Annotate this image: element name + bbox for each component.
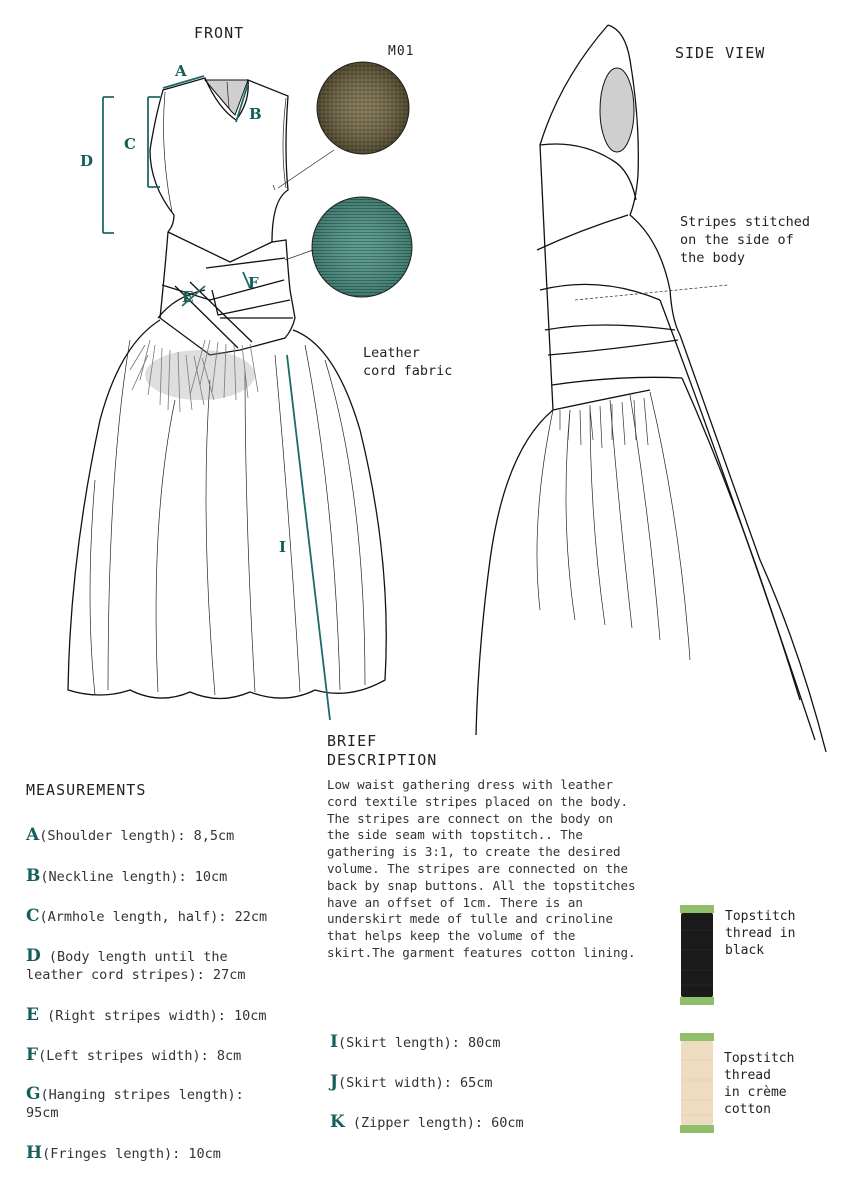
measurement-letter: D <box>26 946 41 966</box>
side-note: Stripes stitched on the side of the body <box>680 213 810 267</box>
measurement-letter: J <box>330 1072 339 1092</box>
side-view-drawing <box>475 24 827 753</box>
dim-letter-a: A <box>174 62 187 80</box>
dim-letter-d: D <box>80 152 93 170</box>
measurement-letter: B <box>26 866 41 886</box>
measurement-e: E (Right stripes width): 10cm <box>26 1006 267 1025</box>
front-view-title: FRONT <box>194 24 245 42</box>
measurement-text: (Skirt width): 65cm <box>338 1075 493 1091</box>
measurement-letter: A <box>26 825 40 845</box>
side-note-line-3: the body <box>680 250 746 266</box>
measurement-i: I(Skirt length): 80cm <box>330 1033 501 1052</box>
side-note-line-2: on the side of <box>680 232 794 248</box>
measurement-text: (Body length until the <box>40 949 228 965</box>
thread-note-line: in crème <box>724 1085 787 1100</box>
description-title: BRIEF DESCRIPTION <box>327 732 437 770</box>
measurement-text: (Zipper length): 60cm <box>344 1115 524 1131</box>
front-view-drawing: A B C D E F I <box>67 62 387 721</box>
measurement-text-cont: leather cord stripes): 27cm <box>26 967 246 983</box>
fabric-swatches <box>277 61 413 298</box>
thread-note-line: cotton <box>724 1102 771 1117</box>
measurement-text: (Fringes length): 10cm <box>42 1146 221 1162</box>
measurement-h: H(Fringes length): 10cm <box>26 1144 221 1163</box>
dim-letter-b: B <box>249 105 262 123</box>
measurement-text: (Left stripes width): 8cm <box>38 1048 242 1064</box>
thread-note-creme: Topstitch thread in crème cotton <box>724 1050 794 1118</box>
measurement-text-cont: 95cm <box>26 1105 59 1121</box>
measurement-g: G(Hanging stripes length): 95cm <box>26 1085 244 1122</box>
side-note-line-1: Stripes stitched <box>680 214 811 230</box>
swatch-id: M01 <box>388 44 415 59</box>
measurement-j: J(Skirt width): 65cm <box>330 1073 492 1092</box>
dim-letter-f: F <box>248 274 259 292</box>
description-text: Low waist gathering dress with leather c… <box>327 777 636 960</box>
measurement-b: B(Neckline length): 10cm <box>26 867 227 886</box>
thread-note-line: Topstitch <box>724 1051 795 1066</box>
measurement-letter: K <box>330 1112 345 1132</box>
side-view-title: SIDE VIEW <box>675 44 766 62</box>
measurement-a: A(Shoulder length): 8,5cm <box>26 826 234 845</box>
dim-letter-e: E <box>182 288 193 306</box>
fabric-note: Leather cord fabric <box>363 344 452 380</box>
thread-note-line: black <box>725 943 765 958</box>
measurement-text: (Armhole length, half): 22cm <box>39 909 268 925</box>
thread-spool-black <box>680 905 714 1005</box>
dim-letter-c: C <box>124 135 136 153</box>
thread-spool-creme <box>680 1033 714 1133</box>
dim-letter-i: I <box>279 538 286 556</box>
fabric-note-line-1: Leather <box>363 345 420 361</box>
measurement-letter: F <box>26 1045 39 1065</box>
measurement-letter: C <box>26 906 40 926</box>
measurement-text: (Neckline length): 10cm <box>40 869 228 885</box>
measurement-letter: I <box>330 1032 338 1052</box>
thread-note-line: thread <box>724 1068 771 1083</box>
thread-note-line: Topstitch <box>725 909 796 924</box>
thread-note-line: thread in <box>725 926 796 941</box>
measurement-text: (Right stripes width): 10cm <box>38 1008 267 1024</box>
measurement-k: K (Zipper length): 60cm <box>330 1113 524 1132</box>
measurement-text: (Shoulder length): 8,5cm <box>39 828 235 844</box>
measurements-title: MEASUREMENTS <box>26 781 147 799</box>
measurement-letter: H <box>26 1143 43 1163</box>
thread-note-black: Topstitch thread in black <box>725 908 795 959</box>
description-title-line-1: BRIEF <box>327 732 378 750</box>
fabric-note-line-2: cord fabric <box>363 363 453 379</box>
measurement-letter: E <box>26 1005 39 1025</box>
measurement-f: F(Left stripes width): 8cm <box>26 1046 241 1065</box>
measurement-text: (Skirt length): 80cm <box>337 1035 501 1051</box>
measurement-letter: G <box>26 1084 41 1104</box>
measurement-c: C(Armhole length, half): 22cm <box>26 907 267 926</box>
description-title-line-2: DESCRIPTION <box>327 751 438 769</box>
measurement-text: (Hanging stripes length): <box>40 1087 244 1103</box>
measurement-d: D (Body length until the leather cord st… <box>26 947 245 984</box>
